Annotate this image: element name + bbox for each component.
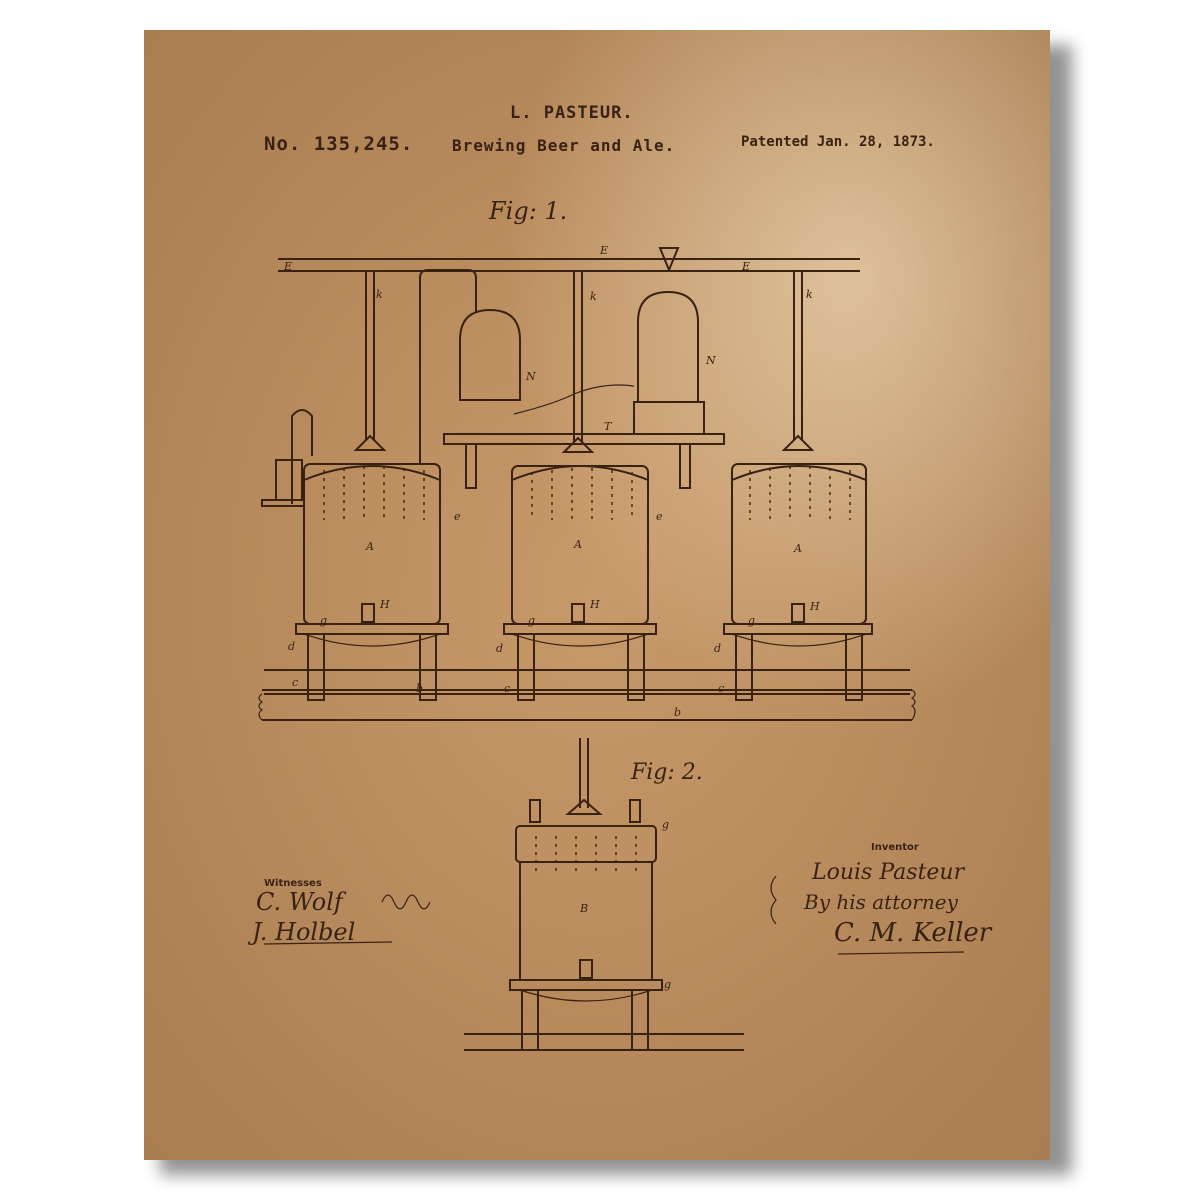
figure-1-label: Fig: 1. — [489, 197, 568, 225]
patent-date: Patented Jan. 28, 1873. — [741, 134, 935, 150]
witness-signature-1: C. Wolf — [256, 888, 343, 916]
label-flask-2: N — [705, 354, 716, 367]
label-pipe-right: E — [741, 260, 750, 273]
inventor-signature: Louis Pasteur — [812, 860, 965, 885]
label-ring-3: g — [748, 614, 755, 627]
label-clamp-3: k — [806, 288, 813, 301]
witness-signature-2: J. Holbel — [252, 918, 356, 946]
label-channel-3: c — [718, 682, 724, 695]
label-pipe-top: E — [599, 244, 608, 257]
label-channel-1: c — [292, 676, 298, 689]
label-inlet-1: e — [454, 510, 461, 523]
inventor-label: Inventor — [871, 842, 919, 853]
figure-1-drawing — [258, 247, 916, 721]
label-ring-2: g — [528, 614, 535, 627]
label-clamp-1: k — [376, 288, 383, 301]
attorney-line: By his attorney — [804, 890, 958, 914]
label-clamp-2: k — [590, 290, 597, 303]
figure-2-label: Fig: 2. — [631, 760, 703, 785]
label-base: b — [674, 706, 681, 719]
label-vat-1: A — [365, 540, 374, 553]
label-channel-2: c — [504, 682, 510, 695]
signature-flourishes — [263, 875, 965, 955]
label-base-leg: b — [416, 682, 423, 695]
label-tap-2: H — [589, 598, 600, 611]
patent-subject: Brewing Beer and Ale. — [452, 136, 676, 155]
witnesses-label: Witnesses — [264, 878, 322, 889]
label-tray: T — [604, 420, 613, 433]
patent-title: L. PASTEUR. — [510, 103, 634, 123]
label-valve-3: d — [714, 642, 721, 655]
patent-drawing: E E E A A A B T N N H H H b c c c g g g … — [258, 244, 965, 1051]
patent-poster: L. PASTEUR. No. 135,245. Brewing Beer an… — [144, 30, 1050, 1160]
label-tap-3: H — [809, 600, 820, 613]
label-pipe-left: E — [283, 260, 292, 273]
patent-number: No. 135,245. — [264, 133, 414, 155]
label-vat-3: A — [793, 542, 802, 555]
label-flask-1: N — [525, 370, 536, 383]
label-tap-1: H — [379, 598, 390, 611]
label-ring-1: g — [320, 614, 327, 627]
label-valve-2: d — [496, 642, 503, 655]
label-vat-2: A — [573, 538, 582, 551]
figure-2-drawing — [464, 738, 744, 1051]
label-ring-fig2-top: g — [662, 818, 669, 831]
label-valve-1: d — [288, 640, 295, 653]
label-vat-b: B — [579, 902, 588, 915]
attorney-signature: C. M. Keller — [834, 918, 992, 948]
part-labels: E E E A A A B T N N H H H b c c c g g g … — [283, 244, 820, 991]
label-inlet-2: e — [656, 510, 663, 523]
label-ring-fig2-bottom: g — [664, 978, 671, 991]
